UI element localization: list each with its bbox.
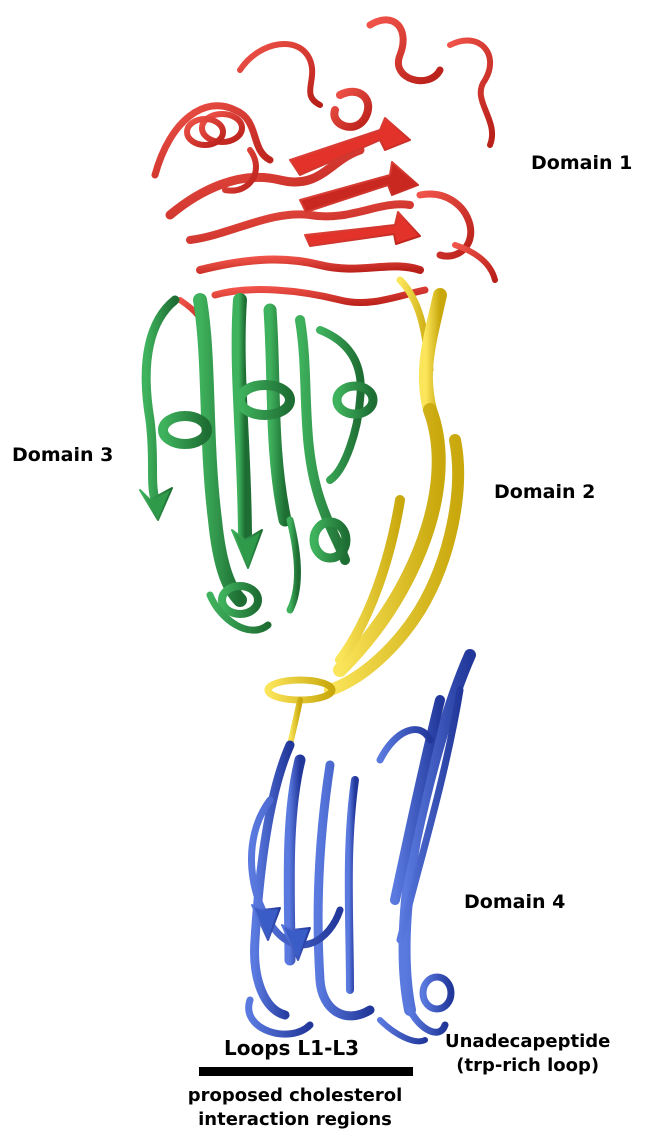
domain3-ribbon bbox=[140, 300, 373, 630]
domain2-ribbon bbox=[268, 280, 458, 745]
unadecapeptide-line1: Unadecapeptide bbox=[445, 1030, 610, 1054]
domain4-ribbon bbox=[249, 655, 470, 1041]
domain3-label: Domain 3 bbox=[12, 444, 113, 466]
domain1-label: Domain 1 bbox=[531, 152, 632, 174]
unadecapeptide-label: Unadecapeptide (trp-rich loop) bbox=[445, 1030, 610, 1078]
cholesterol-line1: proposed cholesterol bbox=[170, 1084, 420, 1108]
domain1-ribbon bbox=[155, 20, 495, 335]
cholesterol-line2: interaction regions bbox=[170, 1108, 420, 1132]
domain2-label: Domain 2 bbox=[494, 481, 595, 503]
cholesterol-label: proposed cholesterol interaction regions bbox=[170, 1084, 420, 1132]
unadecapeptide-line2: (trp-rich loop) bbox=[445, 1054, 610, 1078]
loops-label: Loops L1-L3 bbox=[224, 1036, 359, 1060]
domain4-label: Domain 4 bbox=[464, 891, 565, 913]
loops-underline-bar bbox=[199, 1067, 413, 1076]
